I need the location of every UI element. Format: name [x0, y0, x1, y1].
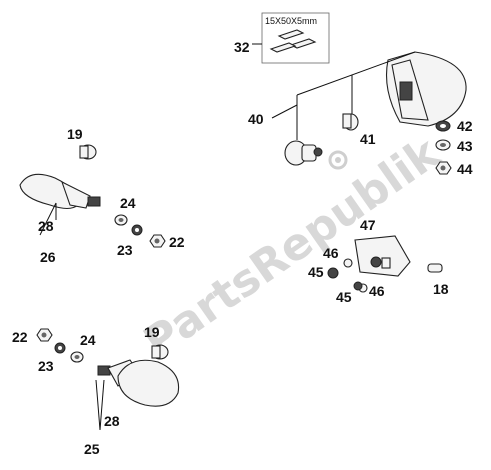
- label-23-bottom: 23: [38, 358, 54, 374]
- washer-23-bottom: [54, 342, 66, 354]
- label-46-right: 46: [369, 283, 385, 299]
- nut-45-right: [353, 281, 363, 291]
- nut-45-left: [327, 267, 339, 279]
- tail-light: [385, 51, 467, 127]
- label-23-top: 23: [117, 242, 133, 258]
- label-45-right: 45: [336, 289, 352, 305]
- bulb-19-bottom: [151, 344, 169, 360]
- pad-set-box: 15X50X5mm: [261, 12, 330, 64]
- size-note: 15X50X5mm: [265, 16, 317, 26]
- label-18: 18: [433, 281, 449, 297]
- label-19-top: 19: [67, 126, 83, 142]
- indicator-left-top: [19, 173, 101, 210]
- nut-22-top: [149, 234, 166, 248]
- label-42: 42: [457, 118, 473, 134]
- license-light: [354, 235, 411, 277]
- washer-24-bottom: [70, 351, 84, 363]
- washer-24-top: [114, 214, 128, 226]
- washer-42: [435, 120, 451, 132]
- gear-icon: [328, 150, 348, 170]
- washer-23-top: [131, 224, 143, 236]
- label-19-bottom: 19: [144, 324, 160, 340]
- label-47: 47: [360, 217, 376, 233]
- washer-46-left: [343, 258, 353, 268]
- bulb-19-top: [79, 144, 97, 160]
- washer-22-bottom: [36, 328, 53, 342]
- label-26: 26: [40, 249, 56, 265]
- washer-43: [435, 139, 451, 151]
- label-24-bottom: 24: [80, 332, 96, 348]
- bulb: [342, 113, 359, 131]
- bulb-18: [427, 263, 443, 273]
- label-28-top: 28: [38, 218, 54, 234]
- lamp-socket: [284, 140, 323, 166]
- indicator-left-bottom: [97, 359, 180, 407]
- nut-44: [435, 161, 452, 175]
- label-22-top: 22: [169, 234, 185, 250]
- label-46-left: 46: [323, 245, 339, 261]
- label-32: 32: [234, 39, 250, 55]
- label-25: 25: [84, 441, 100, 457]
- label-28-bottom: 28: [104, 413, 120, 429]
- label-24-top: 24: [120, 195, 136, 211]
- label-44: 44: [457, 161, 473, 177]
- label-41: 41: [360, 131, 376, 147]
- label-22-bottom: 22: [12, 329, 28, 345]
- label-40: 40: [248, 111, 264, 127]
- label-45-left: 45: [308, 264, 324, 280]
- label-43: 43: [457, 138, 473, 154]
